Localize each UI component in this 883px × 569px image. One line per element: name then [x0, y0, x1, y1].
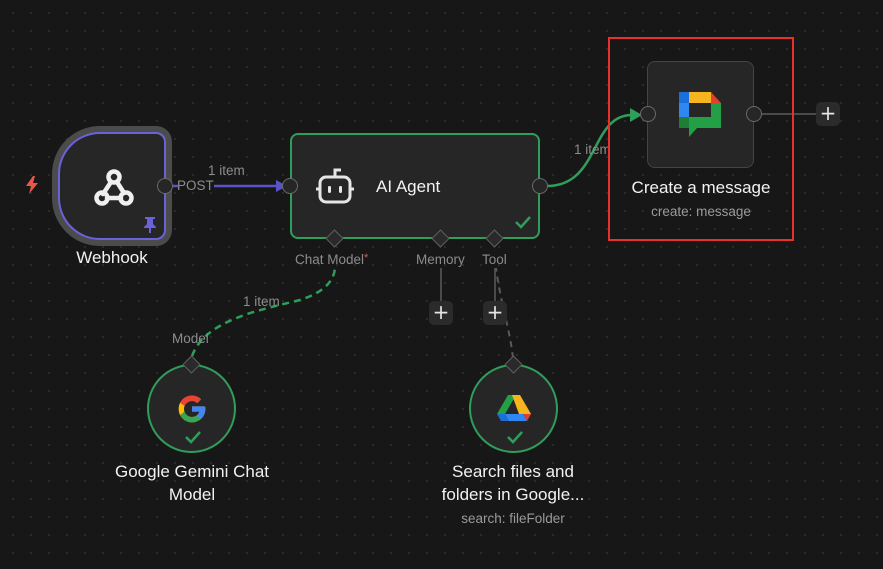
- ai-agent-output-handle[interactable]: [532, 178, 548, 194]
- edge-item-count-webhook: 1 item: [208, 163, 245, 178]
- gemini-node[interactable]: [147, 364, 236, 453]
- ai-agent-input-handle[interactable]: [282, 178, 298, 194]
- gemini-label-line2: Model: [168, 485, 216, 504]
- create-message-output-handle[interactable]: [746, 106, 762, 122]
- edge-gemini-to-agent[interactable]: [190, 265, 337, 357]
- gemini-label-line1: Google Gemini Chat: [114, 462, 270, 481]
- add-tool-button[interactable]: +: [483, 301, 507, 325]
- drive-label-line1: Search files and: [452, 462, 574, 481]
- success-check-icon: [184, 430, 202, 449]
- drive-label-line2: folders in Google...: [441, 485, 585, 504]
- chat-model-port-label: Chat Model*: [295, 252, 368, 267]
- webhook-output-label: POST: [177, 178, 214, 193]
- drive-node[interactable]: [469, 364, 558, 453]
- chat-model-port-text: Chat Model: [295, 252, 365, 267]
- success-check-icon: [506, 430, 524, 449]
- robot-icon: [314, 167, 356, 210]
- gemini-port-label: Model: [172, 331, 209, 346]
- add-next-node-button[interactable]: +: [816, 102, 840, 126]
- edge-arrow-webhook: [276, 180, 287, 192]
- add-memory-button[interactable]: +: [429, 301, 453, 325]
- create-message-node[interactable]: [647, 61, 754, 168]
- ai-agent-label: AI Agent: [376, 177, 441, 196]
- required-marker: *: [364, 252, 369, 264]
- edge-item-count-message: 1 item: [574, 142, 611, 157]
- edge-agent-to-message[interactable]: [546, 113, 633, 188]
- memory-port-label: Memory: [416, 252, 465, 267]
- google-chat-icon: [679, 92, 723, 143]
- webhook-node[interactable]: [52, 126, 172, 246]
- success-check-icon: [514, 215, 532, 234]
- selection-box: [608, 37, 794, 241]
- tool-port-label: Tool: [482, 252, 507, 267]
- webhook-output-handle[interactable]: [157, 178, 173, 194]
- webhook-label: Webhook: [76, 248, 148, 267]
- pin-icon: [142, 216, 158, 239]
- google-icon: [176, 393, 208, 430]
- lightning-bolt-icon: [24, 176, 40, 199]
- create-message-input-handle[interactable]: [640, 106, 656, 122]
- edge-item-count-gemini: 1 item: [243, 294, 280, 309]
- edge-arrow-message: [630, 108, 642, 122]
- create-message-label: Create a message: [631, 178, 771, 197]
- google-drive-icon: [497, 395, 531, 430]
- create-message-subtitle: create: message: [651, 204, 751, 219]
- drive-subtitle: search: fileFolder: [461, 511, 565, 526]
- ai-agent-node[interactable]: AI Agent: [290, 133, 540, 239]
- webhook-icon: [91, 165, 137, 216]
